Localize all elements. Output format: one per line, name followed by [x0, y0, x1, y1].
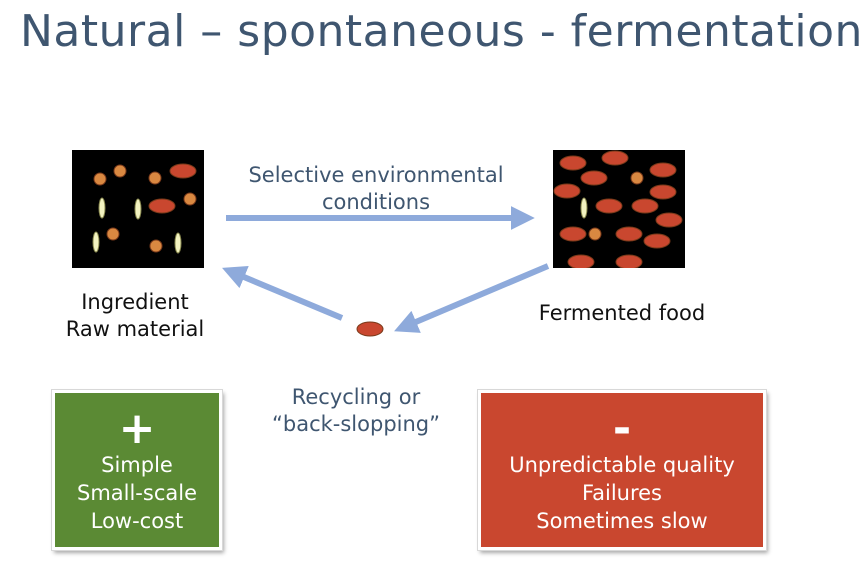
- advantage-item: Simple: [101, 453, 173, 477]
- advantages-card: + Simple Small-scale Low-cost: [51, 389, 223, 551]
- disadvantage-item: Sometimes slow: [536, 509, 708, 533]
- fermented-food-box: [553, 150, 685, 268]
- raw-material-microbes: [92, 163, 197, 254]
- raw-material-label-line1: Ingredient: [81, 290, 189, 314]
- starter-microbe: [356, 321, 384, 337]
- slide-title: Natural – spontaneous - fermentation: [20, 6, 863, 57]
- top-arrow-label-line1: Selective environmental: [248, 163, 504, 187]
- disadvantage-item: Unpredictable quality: [509, 453, 735, 477]
- top-arrow-label-line2: conditions: [321, 190, 431, 214]
- raw-material-label: Ingredient Raw material: [50, 289, 220, 343]
- raw-material-label-line2: Raw material: [65, 317, 205, 341]
- recycle-arrow-down: [394, 263, 550, 333]
- advantage-item: Small-scale: [76, 481, 197, 505]
- top-arrow-label: Selective environmental conditions: [226, 162, 526, 216]
- recycle-arrow-back: [222, 266, 344, 321]
- back-slopping-label-line2: “back-slopping”: [272, 412, 440, 436]
- back-slopping-label: Recycling or “back-slopping”: [256, 384, 456, 438]
- fermented-food-microbes: [553, 150, 683, 268]
- minus-sign: -: [612, 403, 632, 454]
- plus-sign: +: [118, 403, 156, 454]
- raw-material-box: [72, 150, 204, 268]
- advantage-item: Low-cost: [90, 509, 184, 533]
- back-slopping-label-line1: Recycling or: [291, 385, 421, 409]
- fermented-food-label: Fermented food: [538, 301, 706, 325]
- disadvantage-item: Failures: [581, 481, 663, 505]
- disadvantages-card: - Unpredictable quality Failures Sometim…: [477, 389, 767, 551]
